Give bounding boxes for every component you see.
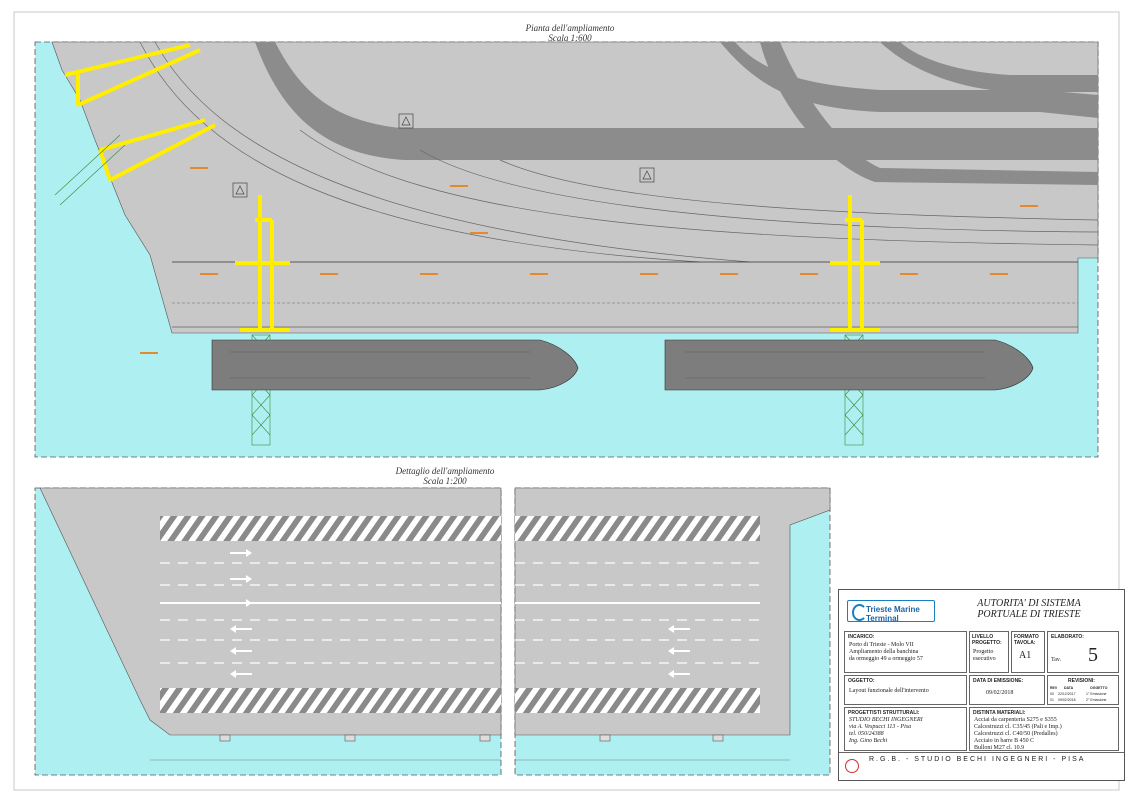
detail-scale-text: Scala 1:200 bbox=[423, 476, 467, 486]
authority-name: AUTORITA' DI SISTEMA PORTUALE DI TRIESTE bbox=[939, 598, 1119, 620]
formato-cell: FORMATO TAVOLA: A1 bbox=[1011, 631, 1045, 673]
formato-value: A1 bbox=[1019, 650, 1032, 661]
incarico-label: INCARICO: bbox=[848, 634, 875, 640]
rev-cell: 09/02/2018 bbox=[1058, 698, 1076, 702]
rev-cell: 00 bbox=[1050, 692, 1054, 696]
oggetto-label: OGGETTO: bbox=[848, 678, 875, 684]
rev-header: OGGETTO bbox=[1090, 686, 1108, 690]
rev-cell: 1° Emissione bbox=[1086, 692, 1107, 696]
progettisti-line: via A. Vespucci 113 - Pisa bbox=[849, 724, 912, 730]
livello-cell: LIVELLO PROGETTO: Progetto esecutivo bbox=[969, 631, 1009, 673]
incarico-line: da ormeggio 49 a ormeggio 57 bbox=[849, 656, 923, 662]
livello-value: Progetto esecutivo bbox=[973, 649, 996, 662]
distinta-line: Calcestruzzi cl. C40/50 (Predalles) bbox=[974, 731, 1058, 737]
rev-cell: 22/12/2017 bbox=[1058, 692, 1076, 696]
progettisti-line: tel. 050/24388 bbox=[849, 731, 884, 737]
authority-line-2: PORTUALE DI TRIESTE bbox=[977, 609, 1081, 620]
incarico-line: Porto di Trieste - Molo VII bbox=[849, 642, 914, 648]
logo-text: Trieste Marine Terminal bbox=[866, 605, 920, 623]
studio-logo-icon bbox=[845, 759, 859, 773]
progettisti-line: STUDIO BECHI INGEGNERI bbox=[849, 717, 923, 723]
plan-title: Pianta dell'ampliamento Scala 1:600 bbox=[500, 23, 640, 43]
progettisti-cell: PROGETTISTI STRUTTURALI: STUDIO BECHI IN… bbox=[844, 707, 967, 751]
authority-line-1: AUTORITA' DI SISTEMA bbox=[977, 598, 1081, 609]
distinta-line: Calcestruzzi cl. C35/45 (Pali e Imp.) bbox=[974, 724, 1062, 730]
revisioni-cell: REVISIONI: REV DATA OGGETTO 00 22/12/201… bbox=[1047, 675, 1119, 705]
trieste-marine-terminal-logo: Trieste Marine Terminal bbox=[847, 600, 935, 623]
distinta-materiali-cell: DISTINTA MATERIALI: Acciai da carpenteri… bbox=[969, 707, 1119, 751]
progettisti-label: PROGETTISTI STRUTTURALI: bbox=[848, 710, 920, 716]
data-emissione-cell: DATA DI EMISSIONE: 09/02/2018 bbox=[969, 675, 1045, 705]
title-block: Trieste Marine Terminal AUTORITA' DI SIS… bbox=[838, 589, 1125, 781]
title-block-footer: R.G.B. - STUDIO BECHI INGEGNERI - PISA bbox=[839, 752, 1124, 780]
rev-cell: 01 bbox=[1050, 698, 1054, 702]
tav-number: 5 bbox=[1088, 644, 1098, 666]
revisioni-label: REVISIONI: bbox=[1068, 678, 1095, 684]
elaborato-cell: ELABORATO: Tav. 5 bbox=[1047, 631, 1119, 673]
distinta-line: Acciai da carpenteria S275 e S355 bbox=[974, 717, 1057, 723]
tav-label: Tav. bbox=[1051, 657, 1062, 663]
incarico-cell: INCARICO: Porto di Trieste - Molo VII Am… bbox=[844, 631, 967, 673]
plan-view bbox=[34, 41, 1099, 458]
detail-title: Dettaglio dell'ampliamento Scala 1:200 bbox=[375, 466, 515, 486]
oggetto-value: Layout funzionale dell'intervento bbox=[849, 688, 929, 694]
elaborato-label: ELABORATO: bbox=[1051, 634, 1084, 640]
progettisti-line: Ing. Gino Bechi bbox=[849, 738, 888, 744]
rev-header: DATA bbox=[1064, 686, 1074, 690]
plan-title-text: Pianta dell'ampliamento bbox=[525, 23, 615, 33]
formato-label: FORMATO TAVOLA: bbox=[1014, 634, 1039, 646]
distinta-line: Acciaio in barre B 450 C bbox=[974, 738, 1035, 744]
data-emissione-label: DATA DI EMISSIONE: bbox=[973, 678, 1024, 684]
data-emissione-value: 09/02/2018 bbox=[986, 690, 1014, 696]
incarico-line: Ampliamento della banchina bbox=[849, 649, 919, 655]
detail-title-text: Dettaglio dell'ampliamento bbox=[395, 466, 495, 476]
distinta-label: DISTINTA MATERIALI: bbox=[973, 710, 1026, 716]
oggetto-cell: OGGETTO: Layout funzionale dell'interven… bbox=[844, 675, 967, 705]
rev-header: REV bbox=[1050, 686, 1058, 690]
livello-label: LIVELLO PROGETTO: bbox=[972, 634, 1002, 646]
logo-ring-icon bbox=[852, 604, 867, 621]
distinta-line: Bulloni M27 cl. 10.9 bbox=[974, 745, 1025, 751]
studio-footer-text: R.G.B. - STUDIO BECHI INGEGNERI - PISA bbox=[869, 756, 1086, 763]
rev-cell: 2° Emissione bbox=[1086, 698, 1107, 702]
plan-scale-text: Scala 1:600 bbox=[548, 33, 592, 43]
